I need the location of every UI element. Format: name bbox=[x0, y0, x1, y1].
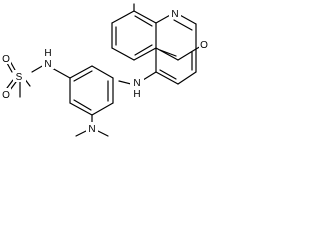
bond bbox=[91, 65, 114, 79]
chemical-structure: N O N H N H S O O N bbox=[1, 3, 209, 137]
bond bbox=[173, 19, 193, 31]
sulfur-label: S bbox=[16, 72, 23, 83]
bond bbox=[111, 10, 135, 24]
bond bbox=[159, 69, 177, 80]
bond bbox=[73, 99, 92, 111]
bond bbox=[134, 44, 153, 56]
bond bbox=[133, 10, 157, 24]
dimethylamino-nitrogen-label: N bbox=[88, 124, 95, 135]
amine-nitrogen-label: N bbox=[133, 78, 140, 89]
sulfonyl-oxygen-bottom-label: O bbox=[2, 90, 10, 101]
bond bbox=[73, 70, 93, 82]
bond bbox=[142, 71, 157, 81]
methoxy-oxygen-label: O bbox=[200, 40, 208, 51]
bond bbox=[111, 47, 135, 61]
bond bbox=[97, 130, 109, 137]
bond bbox=[155, 71, 179, 85]
amine-hydrogen-label: H bbox=[133, 89, 140, 100]
bond bbox=[69, 65, 93, 79]
ring-nitrogen-label: N bbox=[171, 9, 178, 20]
bond bbox=[134, 15, 153, 27]
bond bbox=[118, 80, 132, 85]
sulfonamide-hydrogen-label: H bbox=[44, 48, 51, 59]
bond bbox=[177, 71, 197, 85]
bond bbox=[75, 130, 87, 137]
bond bbox=[69, 102, 93, 116]
sulfonyl-oxygen-top-label: O bbox=[2, 54, 10, 65]
bond bbox=[155, 47, 179, 61]
bond bbox=[6, 62, 13, 73]
bond bbox=[6, 79, 14, 89]
bond-lines bbox=[6, 3, 204, 137]
atom-labels: N O N H N H S O O N bbox=[1, 7, 209, 135]
sulfonamide-nitrogen-label: N bbox=[44, 59, 51, 70]
bond bbox=[177, 48, 197, 61]
bond bbox=[51, 67, 71, 79]
bond bbox=[159, 49, 177, 57]
bond bbox=[91, 102, 114, 116]
bond bbox=[133, 47, 157, 61]
